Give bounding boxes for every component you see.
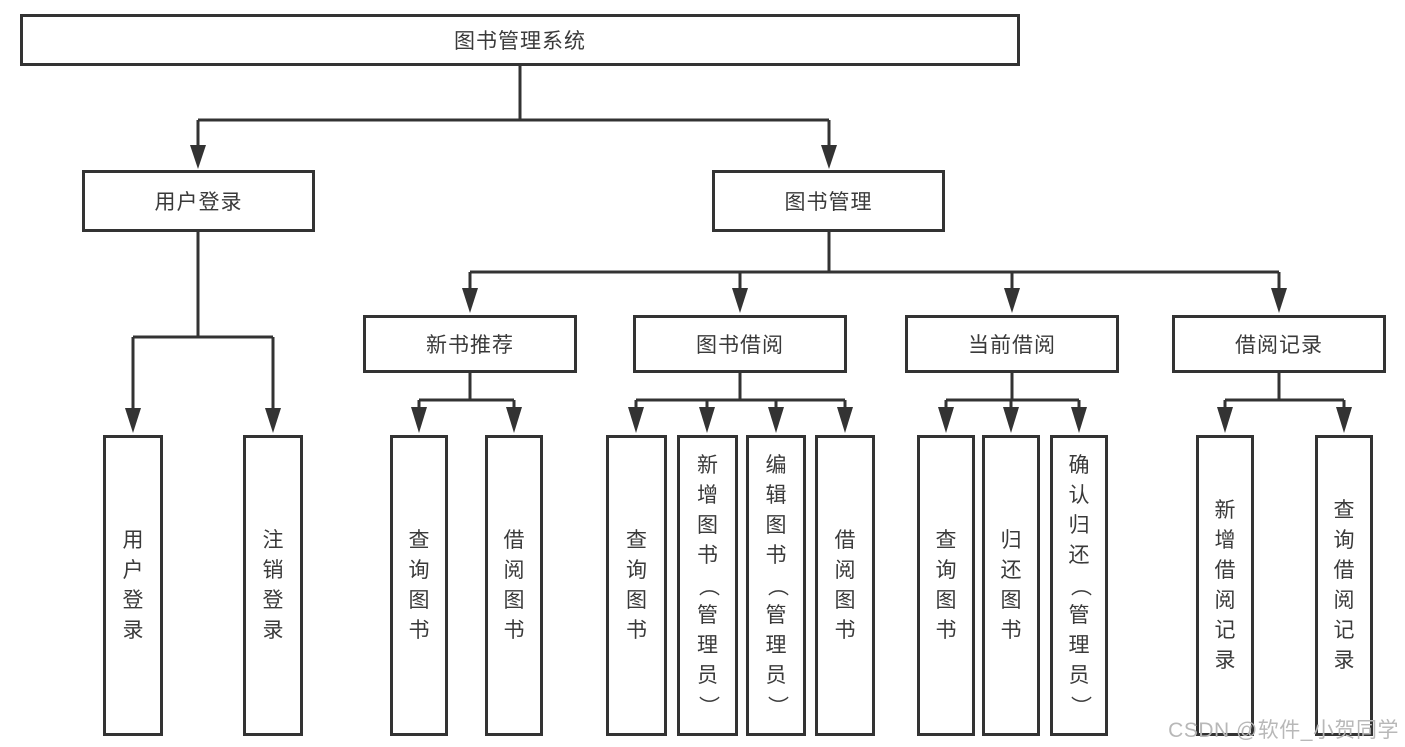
node-borrow-records: 借阅记录 [1172, 315, 1386, 373]
node-leaf-add-books-admin: 新增图书（管理员） [677, 435, 738, 736]
node-label: 确认归还（管理员） [1068, 453, 1091, 717]
node-label: 借阅记录 [1235, 334, 1323, 357]
node-label: 用户登录 [154, 191, 243, 214]
node-label: 编辑图书（管理员） [765, 453, 788, 717]
connector-book-management-to-children [462, 232, 1287, 313]
node-label: 当前借阅 [968, 334, 1056, 357]
connector-new-book-recommend-to-children [411, 373, 522, 433]
node-label: 查询图书 [408, 528, 430, 642]
node-leaf-user-login: 用户登录 [103, 435, 163, 736]
node-label: 新增借阅记录 [1214, 498, 1236, 672]
node-label: 查询借阅记录 [1333, 498, 1355, 672]
node-book-borrow: 图书借阅 [633, 315, 847, 373]
csdn-watermark: CSDN @软件_小贺同学 [1168, 719, 1399, 742]
node-leaf-query-borrow-record: 查询借阅记录 [1315, 435, 1373, 736]
node-label: 用户登录 [122, 528, 144, 642]
connector-user-login-to-children [125, 232, 281, 433]
node-label: 借阅图书 [503, 528, 525, 642]
node-label: 新增图书（管理员） [696, 453, 720, 717]
node-label: 新书推荐 [426, 334, 514, 357]
connector-root-to-level1 [190, 66, 837, 169]
connector-book-borrow-to-children [628, 373, 853, 433]
node-label: 图书管理系统 [454, 30, 586, 53]
node-leaf-query-books-recommend: 查询图书 [390, 435, 448, 736]
node-new-book-recommend: 新书推荐 [363, 315, 577, 373]
node-leaf-add-borrow-record: 新增借阅记录 [1196, 435, 1254, 736]
node-label: 借阅图书 [834, 528, 856, 642]
node-leaf-confirm-return-admin: 确认归还（管理员） [1050, 435, 1108, 736]
node-label: 归还图书 [1000, 528, 1022, 642]
node-leaf-return-books: 归还图书 [982, 435, 1040, 736]
node-book-management: 图书管理 [712, 170, 945, 232]
node-leaf-borrow-books: 借阅图书 [815, 435, 875, 736]
node-leaf-edit-books-admin: 编辑图书（管理员） [746, 435, 806, 736]
node-label: 查询图书 [935, 528, 957, 642]
node-label: 注销登录 [262, 528, 284, 642]
node-library-management-system: 图书管理系统 [20, 14, 1020, 66]
node-leaf-logout: 注销登录 [243, 435, 303, 736]
connector-current-borrow-to-children [938, 373, 1087, 433]
node-label: 图书借阅 [696, 334, 784, 357]
connector-borrow-records-to-children [1217, 373, 1352, 433]
node-current-borrow: 当前借阅 [905, 315, 1119, 373]
node-label: 查询图书 [626, 528, 647, 642]
node-label: 图书管理 [784, 191, 873, 214]
node-leaf-query-books-current: 查询图书 [917, 435, 975, 736]
node-leaf-query-books-borrow: 查询图书 [606, 435, 667, 736]
node-leaf-borrow-books-recommend: 借阅图书 [485, 435, 543, 736]
node-user-login: 用户登录 [82, 170, 315, 232]
